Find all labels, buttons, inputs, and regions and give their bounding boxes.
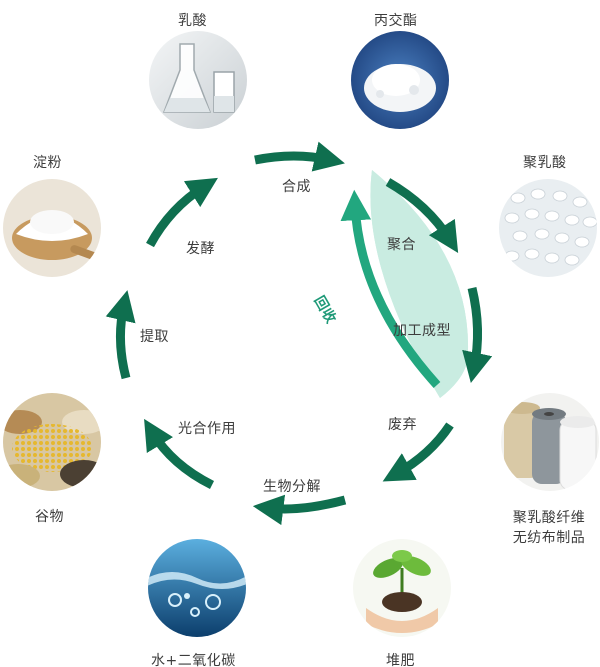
node-water-co2 [147, 538, 247, 638]
node-label-lactide: 丙交酯 [374, 13, 418, 29]
grain-bowls-icon [3, 393, 101, 491]
node-label-grain: 谷物 [35, 509, 64, 525]
arrow-biodegradation [252, 494, 347, 526]
arrow-fermentation [146, 177, 218, 248]
arrow-extraction [105, 290, 136, 380]
node-compost [352, 538, 452, 638]
step-disposal: 废弃 [388, 417, 417, 433]
flask-icon [149, 31, 247, 129]
step-photosynthesis: 光合作用 [178, 421, 236, 437]
node-pla-nonwoven [500, 392, 600, 492]
recycle-lens-fill [370, 170, 469, 398]
arrow-photosynthesis [144, 418, 215, 490]
node-grain [2, 392, 102, 492]
node-label-starch: 淀粉 [33, 155, 62, 171]
starch-spoon-icon [3, 179, 101, 277]
arrow-disposal [382, 422, 454, 482]
node-label-pla: 聚乳酸 [523, 155, 567, 171]
node-label-pla-nonwoven-line2: 无纺布制品 [512, 530, 586, 546]
seedling-in-hands-icon [353, 539, 451, 637]
node-lactide [350, 30, 450, 130]
node-pla [498, 178, 598, 278]
arrow-polymerization [385, 178, 459, 253]
step-processing: 加工成型 [393, 323, 451, 339]
step-polymerization: 聚合 [387, 237, 416, 253]
step-synthesis: 合成 [282, 179, 311, 195]
water-splash-icon [148, 539, 246, 637]
step-biodegradation: 生物分解 [263, 479, 321, 495]
arrow-synthesis [254, 141, 345, 172]
arrow-processing [462, 286, 493, 383]
node-label-pla-nonwoven-line1: 聚乳酸纤维 [512, 510, 586, 526]
node-starch [2, 178, 102, 278]
pellets-icon [499, 179, 597, 277]
step-fermentation: 发酵 [186, 241, 215, 257]
step-extraction: 提取 [140, 329, 169, 345]
node-lactic-acid [148, 30, 248, 130]
recycle-arrow [340, 189, 441, 389]
node-label-compost: 堆肥 [386, 653, 415, 667]
fabric-rolls-icon [501, 393, 599, 491]
white-powder-icon [351, 31, 449, 129]
node-label-lactic-acid: 乳酸 [178, 13, 207, 29]
node-label-pla-nonwoven: 聚乳酸纤维 无纺布制品 [500, 508, 598, 548]
node-label-water-co2: 水+二氧化碳 [151, 653, 236, 667]
